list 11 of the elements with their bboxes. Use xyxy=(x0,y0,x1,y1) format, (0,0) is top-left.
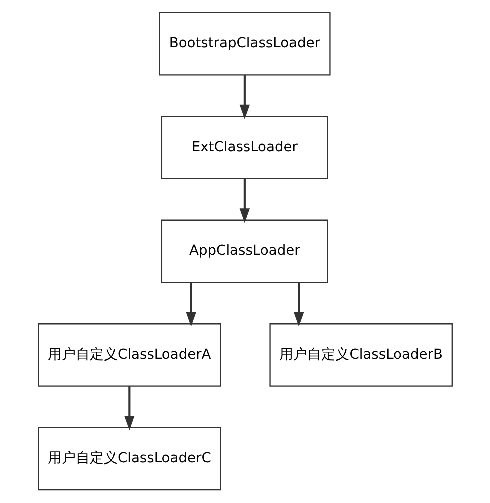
node-box: AppClassLoader xyxy=(160,220,328,284)
arrow xyxy=(186,282,196,327)
arrow xyxy=(239,178,250,224)
arrow xyxy=(239,75,250,120)
node-box: BootstrapClassLoader xyxy=(158,12,330,76)
node-box: 用户自定义ClassLoaderB xyxy=(269,324,452,387)
node-box: ExtClassLoader xyxy=(160,116,328,180)
node-box: 用户自定义ClassLoaderC xyxy=(38,427,221,491)
node-box: 用户自定义ClassLoaderA xyxy=(38,324,221,387)
arrow xyxy=(294,282,304,327)
arrow xyxy=(124,386,134,431)
